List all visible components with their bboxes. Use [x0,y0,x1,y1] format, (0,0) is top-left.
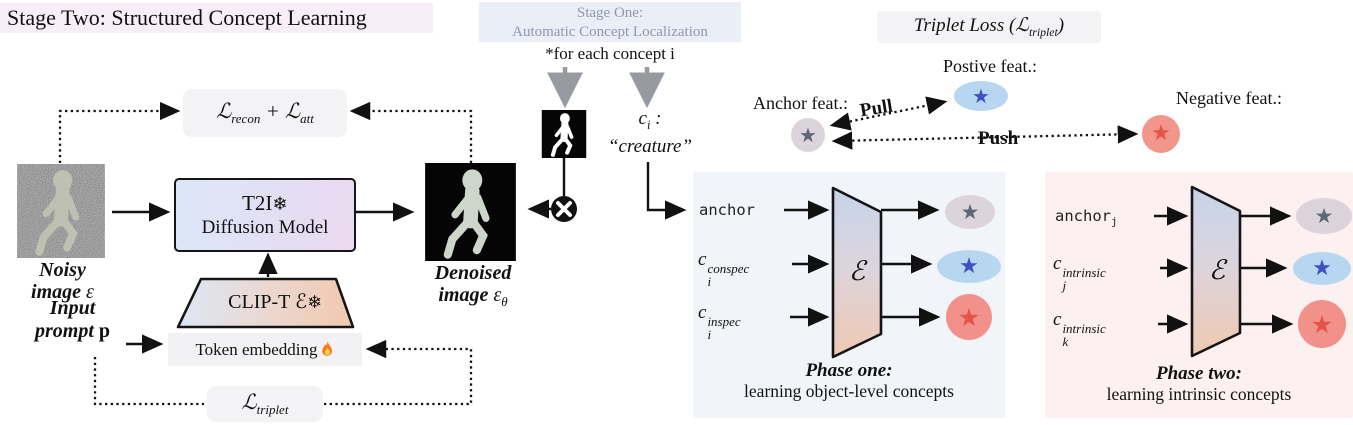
loss-triplet: ℒtriplet [241,389,289,418]
star-icon: ★ [1310,309,1334,339]
loss-recon: ℒrecon + ℒatt [216,98,314,127]
pull-label: Pull [858,95,895,122]
noisy-image-label: Noisy image ε [31,259,94,303]
prompt-p-symbol: p [98,320,111,342]
star-icon: ★ [960,199,980,224]
star-icon: ★ [1312,255,1332,281]
token-embedding-box: Token embedding [168,333,362,366]
triplet-loss-title: Triplet Loss (ℒtriplet) [877,11,1101,43]
anchor-feat-label: Anchor feat.: [753,93,848,113]
phase-one-subtitle: learning object-level concepts [744,381,954,401]
t2i-diffusion-box: T2I❄ Diffusion Model [174,178,356,252]
phase-two-negative-blob: ★ [1298,300,1346,348]
phase-one-anchor-input: anchor [699,201,755,219]
star-icon: ★ [1314,203,1334,228]
phase-two-positive-blob: ★ [1293,252,1351,285]
phase-one-anchor-blob: ★ [945,195,995,229]
recon-att-loss-box: ℒrecon + ℒatt [183,89,347,137]
epsilon-theta-symbol: εθ [493,284,508,309]
noisy-image [12,164,110,258]
freeze-icon: ❄ [272,194,288,215]
stage-one-arrows [547,67,665,109]
t2i-line2: Diffusion Model [201,217,329,238]
concept-note: *for each concept i [545,44,675,63]
negative-feat-label: Negative feat.: [1176,88,1282,108]
anchor-feature-blob: ★ [791,118,825,152]
input-prompt-label: Input prompt p [34,297,111,342]
t2i-line1: T2I❄ [242,191,288,215]
phase-one-encoder-label: ℰ [848,256,866,286]
fire-icon [321,341,332,356]
freeze-icon: ❄ [307,293,322,313]
concept-mask-image [537,110,591,158]
denoised-image-label: Denoised image εθ [434,262,512,309]
clip-encoder-label: CLIP-T ℰ❄ [228,291,322,313]
epsilon-symbol: ε [86,281,94,303]
star-icon: ★ [957,302,981,332]
phase-one-title: Phase one: [805,360,893,381]
stage-one-line1: Stage One: [576,5,644,21]
denoised-image [417,163,524,261]
phase-two-subtitle: learning intrinsic concepts [1106,384,1292,404]
star-icon: ★ [959,253,979,279]
negative-feature-blob: ★ [1142,115,1180,153]
positive-feat-label: Postive feat.: [943,56,1037,76]
phase-two-title: Phase two: [1155,363,1243,384]
stage-two-title: Stage Two: Structured Concept Learning [0,3,433,33]
phase-two-anchor-blob: ★ [1296,198,1352,234]
push-label: Push [978,128,1019,149]
positive-feature-blob: ★ [954,81,1008,111]
phase-one-positive-blob: ★ [937,250,1001,283]
stage-one-banner: Stage One: Automatic Concept Localizatio… [479,2,741,42]
star-icon: ★ [799,123,817,147]
phase-two-encoder-label: ℰ [1208,255,1226,285]
concept-name-label: ci : “creature” [607,108,693,157]
stage-one-line2: Automatic Concept Localization [512,24,708,40]
triplet-loss-box: ℒtriplet [207,386,323,422]
star-icon: ★ [972,84,990,108]
star-icon: ★ [1151,121,1171,146]
multiply-icon [551,196,577,222]
phase-two-anchor-input: anchorj [1055,207,1118,229]
phase-one-negative-blob: ★ [946,294,992,340]
